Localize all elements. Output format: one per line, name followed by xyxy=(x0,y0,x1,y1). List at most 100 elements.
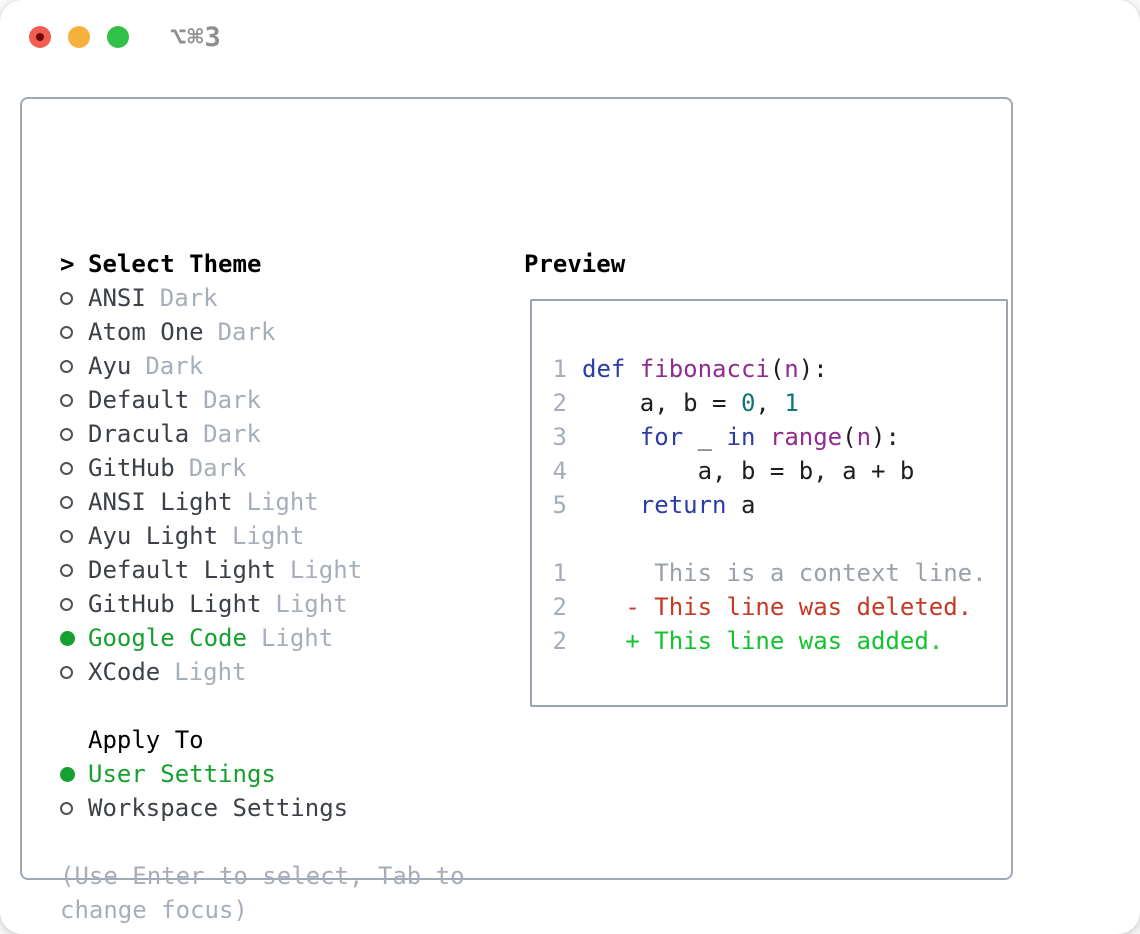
theme-variant: Light xyxy=(232,522,305,550)
code-token: n xyxy=(784,355,799,383)
radio-icon xyxy=(60,801,88,815)
theme-name: Atom One xyxy=(88,318,204,346)
code-line: 2 a, b = 0, 1 xyxy=(552,386,1006,420)
code-token: ): xyxy=(798,355,828,383)
code-token: , xyxy=(755,389,785,417)
theme-option-ayu[interactable]: Ayu Dark xyxy=(60,349,484,383)
apply-option-workspace-settings[interactable]: Workspace Settings xyxy=(60,791,484,825)
preview-title: Preview xyxy=(524,250,626,278)
theme-variant: Dark xyxy=(203,420,261,448)
theme-option-github[interactable]: GitHub Dark xyxy=(60,451,484,485)
theme-name: Ayu Light xyxy=(88,522,219,550)
code-token: a xyxy=(726,491,756,519)
theme-variant: Dark xyxy=(188,454,247,482)
code-token: a, b = xyxy=(582,389,741,417)
radio-icon xyxy=(60,291,88,305)
theme-option-default[interactable]: Default Dark xyxy=(60,383,484,417)
radio-selected-icon xyxy=(60,766,88,782)
radio-icon xyxy=(60,393,88,407)
apply-to-header: Apply To xyxy=(60,723,484,757)
unsaved-dot-icon xyxy=(36,33,44,41)
theme-name: GitHub xyxy=(88,454,175,482)
code-token: 0 xyxy=(740,389,756,417)
diff-line-deleted: 2 - This line was deleted. xyxy=(552,590,1006,624)
theme-variant: Dark xyxy=(159,284,218,312)
zoom-button[interactable] xyxy=(107,26,129,48)
diff-text: This is a context line. xyxy=(582,559,987,587)
select-theme-title: Select Theme xyxy=(88,250,262,278)
theme-option-atom-one[interactable]: Atom One Dark xyxy=(60,315,484,349)
radio-icon xyxy=(60,427,88,441)
code-token: _ xyxy=(683,423,727,451)
code-token: for xyxy=(639,423,684,451)
code-token: a, b = b, a + b xyxy=(582,457,915,485)
line-number: 2 xyxy=(552,627,567,655)
line-number: 3 xyxy=(552,423,567,451)
section-gap xyxy=(60,689,484,723)
radio-icon xyxy=(60,597,88,611)
close-button[interactable] xyxy=(29,26,51,48)
code-token: ( xyxy=(842,423,857,451)
theme-option-ansi[interactable]: ANSI Dark xyxy=(60,281,484,315)
code-token: 1 xyxy=(784,389,799,417)
line-number: 1 xyxy=(552,355,567,383)
theme-name: Default Light xyxy=(88,556,276,584)
theme-name: ANSI xyxy=(88,284,146,312)
apply-option-label: Workspace Settings xyxy=(88,794,349,822)
theme-option-ayu-light[interactable]: Ayu Light Light xyxy=(60,519,484,553)
code-line: 4 a, b = b, a + b xyxy=(552,454,1006,488)
radio-icon xyxy=(60,563,88,577)
window-shortcut-label: ⌥⌘3 xyxy=(170,22,222,53)
theme-name: GitHub Light xyxy=(88,590,262,618)
radio-icon xyxy=(60,359,88,373)
line-number: 4 xyxy=(552,457,567,485)
theme-variant: Light xyxy=(174,658,247,686)
diff-line-context: 1 This is a context line. xyxy=(552,556,1006,590)
code-token xyxy=(755,423,769,451)
code-token: ( xyxy=(769,355,785,383)
theme-option-github-light[interactable]: GitHub Light Light xyxy=(60,587,484,621)
code-token: fibonacci xyxy=(639,355,770,383)
code-token: in xyxy=(726,423,756,451)
radio-icon xyxy=(60,495,88,509)
theme-variant: Light xyxy=(260,624,334,652)
radio-icon xyxy=(60,325,88,339)
keyboard-hint: (Use Enter to select, Tab to change focu… xyxy=(60,862,465,924)
code-token: range xyxy=(769,423,843,451)
theme-variant: Dark xyxy=(145,352,204,380)
line-number: 1 xyxy=(552,559,567,587)
theme-variant: Dark xyxy=(217,318,276,346)
titlebar-traffic-lights xyxy=(29,26,129,48)
code-token xyxy=(582,491,640,519)
line-number: 2 xyxy=(552,389,567,417)
radio-icon xyxy=(60,461,88,475)
minimize-button[interactable] xyxy=(68,26,90,48)
radio-icon xyxy=(60,529,88,543)
apply-to-title: Apply To xyxy=(88,726,204,754)
code-line: 5 return a xyxy=(552,488,1006,522)
line-number: 5 xyxy=(552,491,567,519)
theme-variant: Light xyxy=(275,590,348,618)
theme-name: Default xyxy=(88,386,190,414)
code-token: ): xyxy=(871,423,900,451)
theme-name: Ayu xyxy=(88,352,132,380)
code-token: return xyxy=(639,491,727,519)
apply-option-user-settings[interactable]: User Settings xyxy=(60,757,484,791)
diff-text: - This line was deleted. xyxy=(582,593,973,621)
code-token xyxy=(582,423,640,451)
select-theme-header: > Select Theme xyxy=(60,247,484,281)
code-line: 3 for _ in range(n): xyxy=(552,420,1006,454)
theme-variant: Dark xyxy=(203,386,261,414)
theme-name: ANSI Light xyxy=(88,488,233,516)
diff-text: + This line was added. xyxy=(582,627,944,655)
